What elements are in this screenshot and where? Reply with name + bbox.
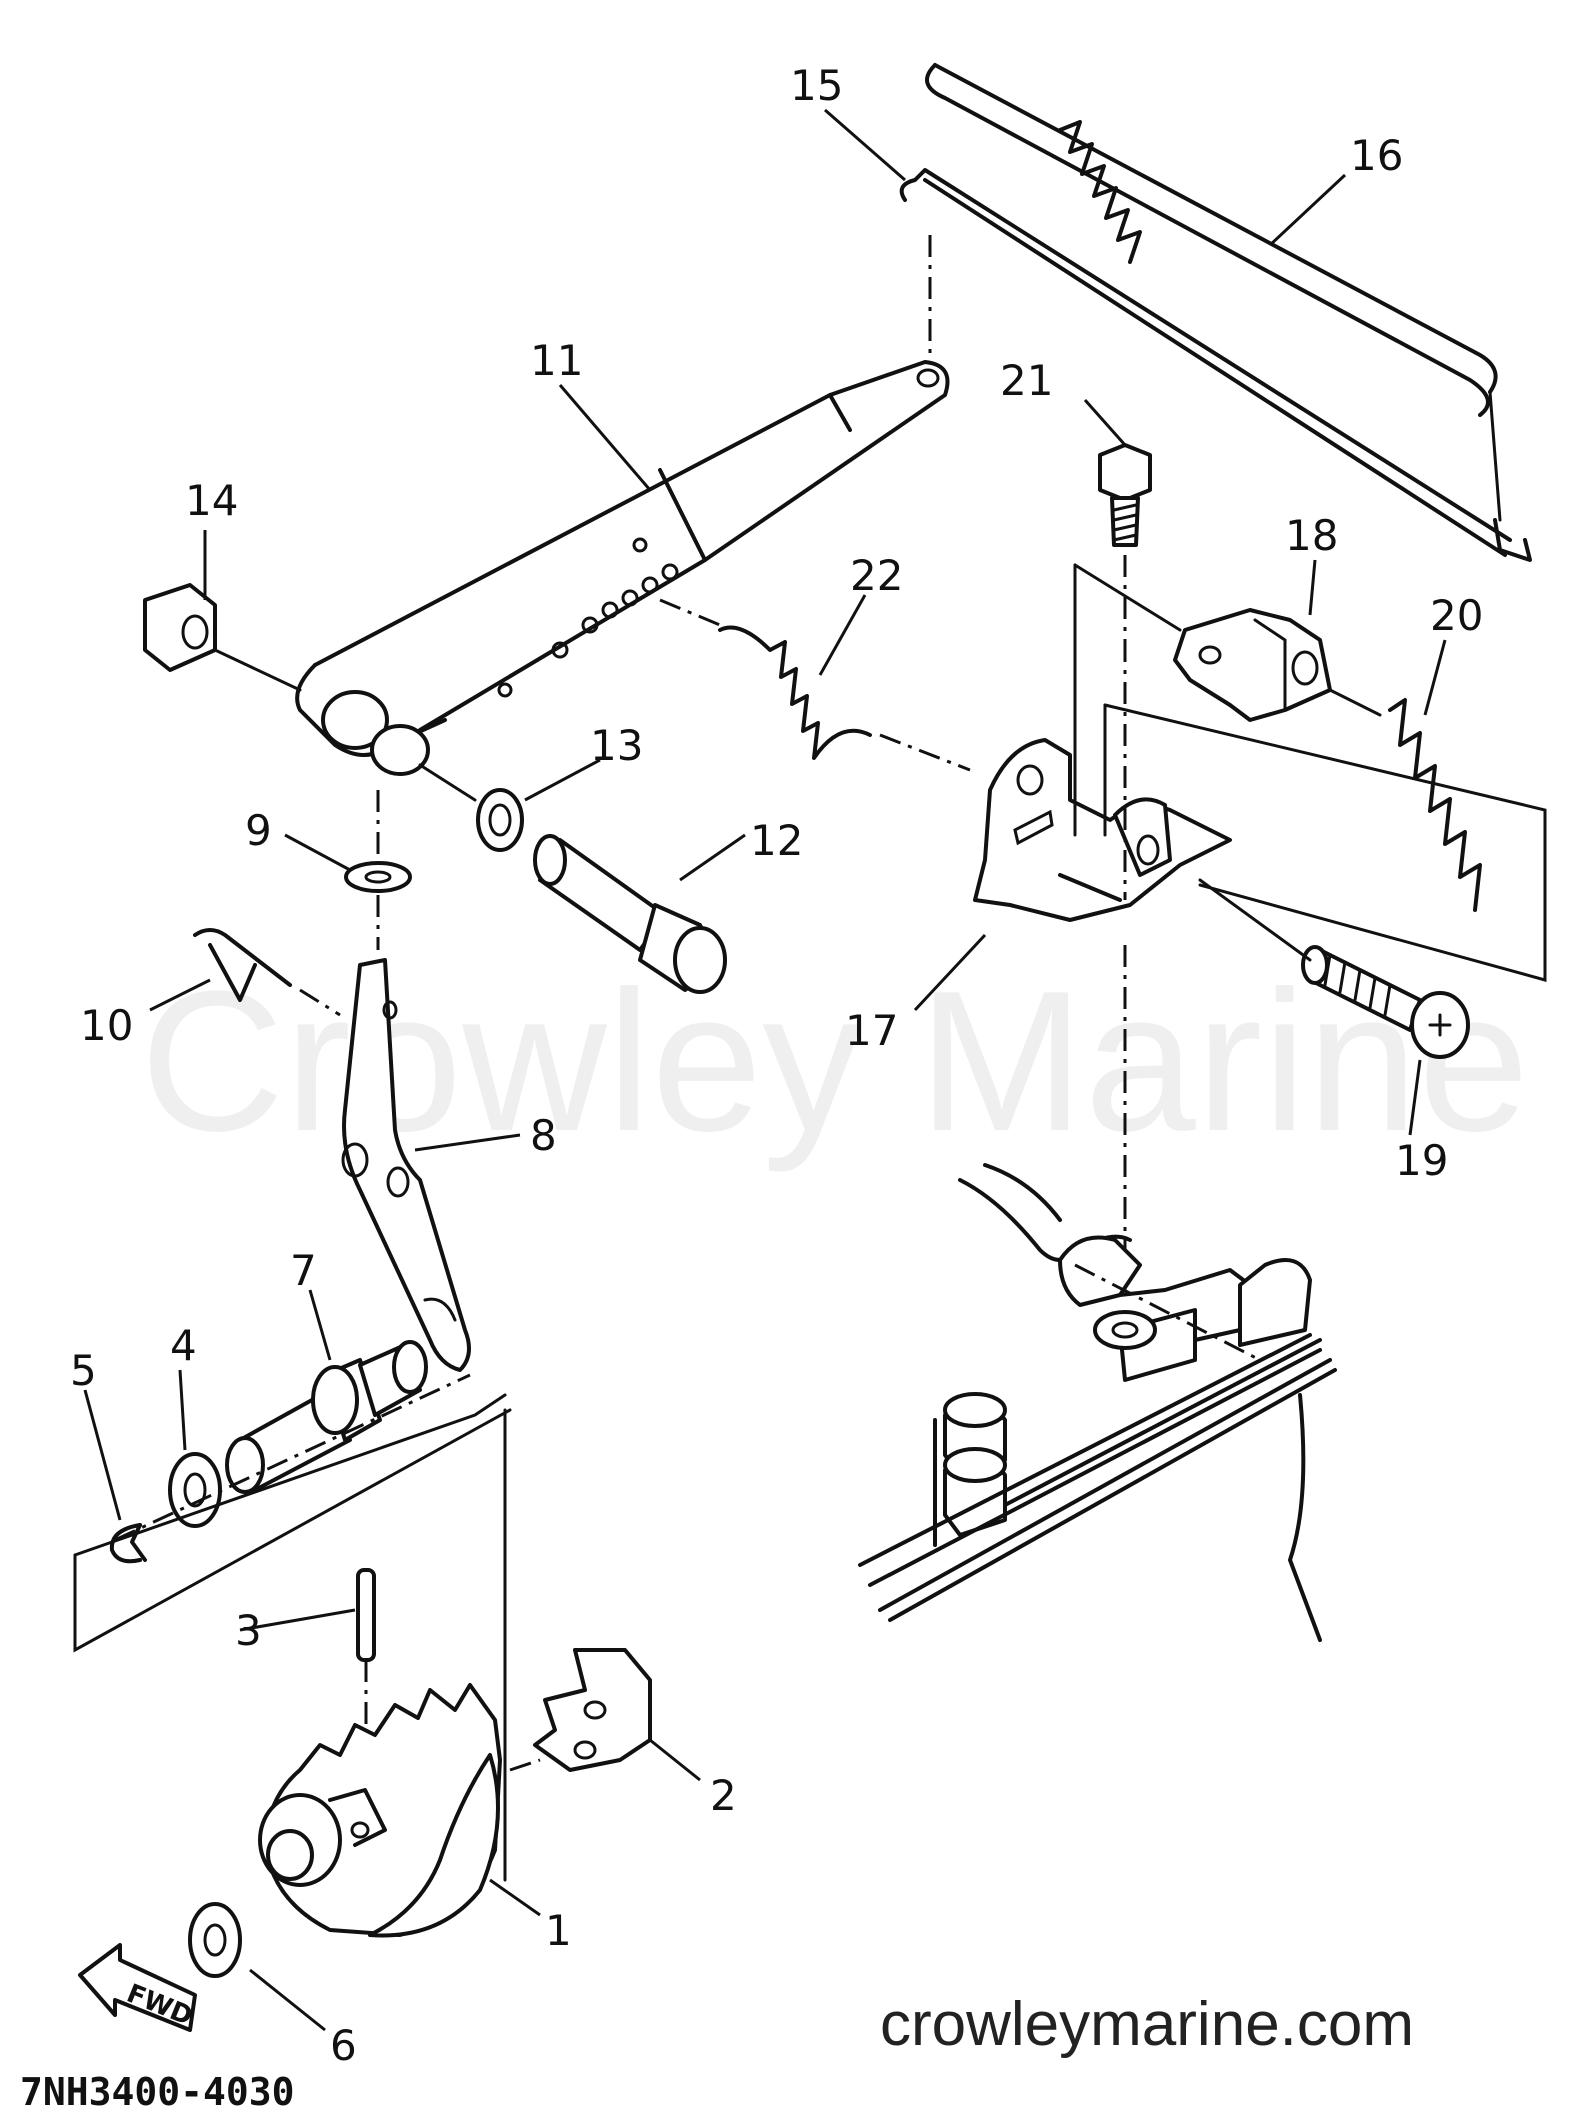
callout-13: 13 xyxy=(590,721,643,770)
callout-15: 15 xyxy=(790,61,843,110)
part-5-e-clip xyxy=(109,1523,147,1564)
callout-2: 2 xyxy=(710,1771,737,1820)
part-16-spring xyxy=(1058,120,1142,264)
fwd-arrow-icon: FWD xyxy=(78,1943,197,2032)
callout-12: 12 xyxy=(750,816,803,865)
part-14-nut xyxy=(143,583,302,692)
part-18-bracket xyxy=(1173,608,1332,722)
callout-4: 4 xyxy=(170,1321,197,1370)
part-10-clip xyxy=(193,928,341,1017)
leader-lines xyxy=(83,108,1447,2032)
assembly-bracket-lines xyxy=(73,1373,512,1882)
part-17-main-bracket xyxy=(973,738,1232,922)
part-8-control-rod xyxy=(341,958,471,1372)
part-16-link-rod xyxy=(925,63,1532,562)
callout-3: 3 xyxy=(235,1606,262,1655)
callout-6: 6 xyxy=(330,2021,357,2070)
part-11-throttle-lever xyxy=(295,360,950,776)
part-15-hook-rod xyxy=(899,168,1512,557)
callout-labels: 15 16 11 21 14 18 22 20 13 9 12 10 17 8 … xyxy=(70,61,1483,2070)
part-22-spring xyxy=(659,598,971,772)
part-1-gear-cam xyxy=(258,1683,502,1938)
part-21-bolt xyxy=(1098,443,1152,640)
callout-20: 20 xyxy=(1430,591,1483,640)
website-text: crowleymarine.com xyxy=(880,1990,1414,2059)
callout-21: 21 xyxy=(1000,356,1053,405)
engine-block-base xyxy=(858,1163,1337,1642)
part-19-screw xyxy=(1198,878,1470,1059)
part-12-pivot-pin xyxy=(533,834,727,994)
callout-11: 11 xyxy=(530,336,583,385)
lever-hub-right xyxy=(370,724,430,776)
callout-9: 9 xyxy=(245,806,272,855)
part-code: 7NH3400-4030 xyxy=(20,2070,295,2114)
callout-1: 1 xyxy=(545,1906,572,1955)
lever-hub-left xyxy=(321,690,389,750)
part-2-cam-bracket xyxy=(509,1648,652,1772)
callout-8: 8 xyxy=(530,1111,557,1160)
callout-19: 19 xyxy=(1395,1136,1448,1185)
callout-22: 22 xyxy=(850,551,903,600)
part-20-spring xyxy=(1328,688,1482,912)
part-13-washer xyxy=(418,763,524,852)
callout-5: 5 xyxy=(70,1346,97,1395)
callout-18: 18 xyxy=(1285,511,1338,560)
callout-14: 14 xyxy=(185,476,238,525)
callout-16: 16 xyxy=(1350,131,1403,180)
callout-10: 10 xyxy=(80,1001,133,1050)
part-6-washer xyxy=(188,1902,242,1978)
callout-17: 17 xyxy=(845,1006,898,1055)
part-9-washer xyxy=(344,790,412,950)
lever-adjust-holes xyxy=(497,537,679,698)
part-7-shaft xyxy=(225,1340,428,1494)
assembly-box-lines xyxy=(1073,563,1547,1290)
callout-7: 7 xyxy=(290,1246,317,1295)
part-4-washer xyxy=(168,1452,222,1528)
